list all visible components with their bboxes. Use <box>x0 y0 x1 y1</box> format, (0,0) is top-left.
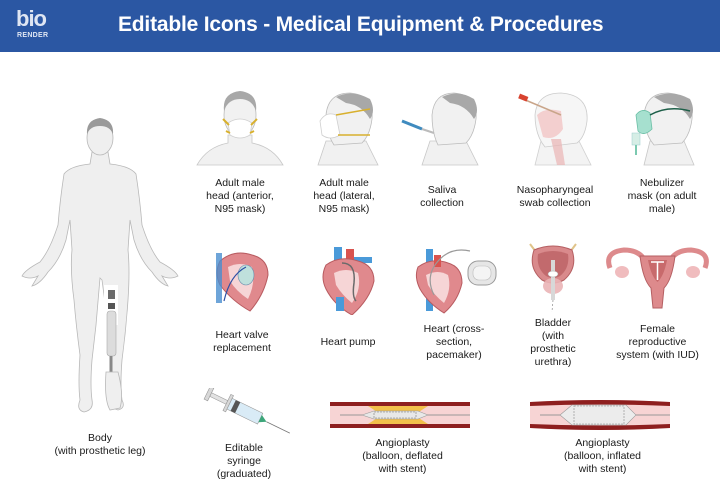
logo-render-text: RENDER <box>17 32 49 39</box>
head-n95-lateral-icon <box>317 92 379 166</box>
nasopharyngeal-swab-icon <box>518 92 592 166</box>
label-bladder: Bladder (with prosthetic urethra) <box>530 317 576 368</box>
syringe-icon <box>203 388 290 434</box>
nebulizer-mask-icon <box>631 92 695 166</box>
label-heart-pacemaker: Heart (cross- section, pacemaker) <box>423 323 485 361</box>
icon-card-head-anterior[interactable]: Adult male head (anterior, N95 mask) <box>192 85 288 220</box>
biorender-logo[interactable]: bio RENDER <box>12 8 48 46</box>
label-heart-valve: Heart valve replacement <box>213 329 271 354</box>
icon-card-female-reproductive[interactable]: Female reproductive system (with IUD) <box>600 240 715 370</box>
angioplasty-inflated-icon <box>530 400 670 430</box>
icon-card-angioplasty-deflated[interactable]: Angioplasty (balloon, deflated with sten… <box>330 400 475 485</box>
heart-valve-icon <box>216 252 269 312</box>
label-nebulizer: Nebulizer mask (on adult male) <box>627 177 697 215</box>
icon-card-angioplasty-inflated[interactable]: Angioplasty (balloon, inflated with sten… <box>530 400 675 485</box>
icon-card-body[interactable]: Body (with prosthetic leg) <box>0 100 200 480</box>
label-syringe: Editable syringe (graduated) <box>216 442 272 480</box>
label-female-reproductive: Female reproductive system (with IUD) <box>616 323 699 361</box>
icon-card-bladder[interactable]: Bladder (with prosthetic urethra) <box>508 240 598 370</box>
logo-bio-text: bio <box>16 6 47 31</box>
icon-card-swab[interactable]: Nasopharyngeal swab collection <box>505 85 605 220</box>
icon-card-head-lateral[interactable]: Adult male head (lateral, N95 mask) <box>296 85 392 220</box>
label-angioplasty-deflated: Angioplasty (balloon, deflated with sten… <box>362 437 443 475</box>
label-angioplasty-inflated: Angioplasty (balloon, inflated with sten… <box>563 437 642 475</box>
saliva-collection-icon <box>401 92 479 166</box>
label-saliva: Saliva collection <box>420 184 464 209</box>
icon-card-nebulizer[interactable]: Nebulizer mask (on adult male) <box>610 85 714 220</box>
icon-card-heart-valve[interactable]: Heart valve replacement <box>194 245 290 365</box>
icon-card-syringe[interactable]: Editable syringe (graduated) <box>194 388 294 483</box>
angioplasty-deflated-icon <box>330 402 470 428</box>
human-body-prosthetic-leg-icon <box>21 118 179 413</box>
bladder-icon <box>529 243 577 313</box>
heart-pump-icon <box>322 247 375 315</box>
icon-card-heart-pacemaker[interactable]: Heart (cross- section, pacemaker) <box>404 245 504 365</box>
header-banner: bio RENDER Editable Icons - Medical Equi… <box>0 0 720 52</box>
female-reproductive-icon <box>606 247 709 309</box>
heart-pacemaker-icon <box>415 249 497 314</box>
page-title: Editable Icons - Medical Equipment & Pro… <box>118 13 604 36</box>
icon-card-heart-pump[interactable]: Heart pump <box>300 245 396 365</box>
label-body: Body (with prosthetic leg) <box>54 432 146 457</box>
label-head-anterior: Adult male head (anterior, N95 mask) <box>206 177 274 215</box>
label-head-lateral: Adult male head (lateral, N95 mask) <box>313 177 375 215</box>
icon-card-saliva[interactable]: Saliva collection <box>392 85 492 220</box>
label-swab: Nasopharyngeal swab collection <box>516 184 594 209</box>
label-heart-pump: Heart pump <box>320 336 376 348</box>
head-n95-anterior-icon <box>196 91 284 166</box>
